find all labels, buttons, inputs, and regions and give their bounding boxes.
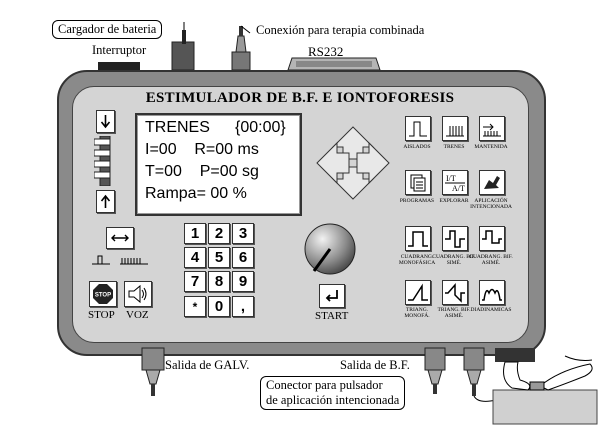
mode-triang-mono-button[interactable]	[405, 280, 431, 305]
mode-aislados-button[interactable]	[405, 116, 431, 141]
start-label: START	[315, 310, 349, 322]
connector-callout-line1: Conector para pulsador	[266, 378, 383, 392]
swap-arrows-icon	[111, 234, 129, 242]
switch-callout: Interruptor	[92, 43, 147, 57]
arrow-up-button[interactable]	[96, 190, 115, 213]
mode-aplicacion-label: APLICACIÓN INTENCIONADA	[470, 198, 512, 210]
stop-label: STOP	[88, 309, 115, 321]
mode-triang-bif-asim-button[interactable]	[442, 280, 468, 305]
galv-output-connector	[141, 347, 165, 396]
arrow-down-button[interactable]	[96, 110, 115, 133]
galv-output-callout: Salida de GALV.	[165, 358, 250, 372]
mode-cuadrang-bif-sim-label: CUADRANG. BIF. SIMÉ.	[432, 254, 476, 266]
mode-programas-label: PROGRAMAS	[399, 198, 435, 204]
combined-therapy-callout: Conexión para terapia combinada	[256, 23, 425, 37]
level-indicator	[94, 136, 111, 186]
key-8[interactable]: 8	[208, 271, 230, 292]
square-monophasic-icon	[408, 231, 428, 247]
mode-explorar-button[interactable]: I/T A/T	[442, 170, 468, 195]
dpad-right	[356, 141, 390, 185]
lcd-line3: T=00 P=00 sg	[145, 163, 259, 180]
combined-therapy-connector	[231, 51, 251, 71]
arrow-down-icon	[100, 115, 111, 129]
key-5[interactable]: 5	[208, 247, 230, 268]
enter-arrow-icon	[325, 290, 338, 302]
intentional-connector	[463, 347, 497, 402]
bf-output-callout: Salida de B.F.	[340, 358, 410, 372]
diadynamic-icon	[482, 288, 502, 301]
mode-trenes-label: TRENES	[443, 144, 465, 150]
mode-aplicacion-button[interactable]	[479, 170, 505, 195]
mode-cuadrang-bif-asim-button[interactable]	[479, 226, 505, 251]
lcd-display: TRENES {00:00} I=00 R=00 ms T=00 P=00 sg…	[135, 113, 302, 216]
key-1[interactable]: 1	[184, 223, 206, 244]
key-6[interactable]: 6	[232, 247, 254, 268]
key-4[interactable]: 4	[184, 247, 206, 268]
rs232-callout: RS232	[308, 44, 344, 59]
connector-callout: Conector para pulsador de aplicación int…	[260, 376, 406, 410]
key-comma[interactable]: ,	[232, 296, 254, 317]
mode-triang-mono-label: TRIANG. MONOFÁ.	[404, 307, 430, 319]
connector-callout-line2: de aplicación intencionada	[266, 393, 400, 407]
bottom-connectors	[141, 347, 598, 425]
triangular-biphasic-icon	[445, 283, 465, 303]
sustained-icon	[483, 123, 501, 137]
arrow-up-icon	[100, 194, 111, 208]
bf-output-connector	[424, 347, 446, 394]
square-biphasic-symmetric-icon	[445, 230, 465, 248]
key-7[interactable]: 7	[184, 271, 206, 292]
swap-button[interactable]	[106, 227, 134, 249]
key-3[interactable]: 3	[232, 223, 254, 244]
mode-diadinamicas-button[interactable]	[479, 280, 505, 305]
mode-mantenida-label: MANTENIDA	[474, 144, 508, 150]
waveform-indicator	[92, 255, 148, 265]
explore-it-at-icon: I/T A/T	[445, 174, 465, 193]
intensity-knob[interactable]	[302, 219, 358, 279]
stop-sign-icon: STOP	[93, 284, 113, 304]
mode-cuadrang-bif-sim-button[interactable]	[442, 226, 468, 251]
isolated-pulse-icon	[409, 121, 427, 137]
mode-aislados-label: AISLADOS	[403, 144, 431, 150]
svg-text:A/T: A/T	[452, 184, 465, 193]
mode-diadinamicas-label: DIADINAMICAS	[470, 307, 512, 313]
key-2[interactable]: 2	[208, 223, 230, 244]
lcd-line1-right: {00:00}	[235, 119, 286, 136]
direction-pad	[316, 126, 390, 200]
programs-icon	[410, 174, 426, 192]
svg-text:I/T: I/T	[446, 174, 456, 183]
mode-cuadrang-mono-button[interactable]	[405, 226, 431, 251]
mode-explorar-label: EXPLORAR	[439, 198, 469, 204]
speaker-icon	[128, 284, 147, 304]
stop-button[interactable]: STOP	[89, 281, 117, 307]
key-star[interactable]: *	[184, 296, 206, 317]
mode-cuadrang-bif-asim-label: CUADRANG. BIF. ASIMÉ.	[469, 254, 513, 266]
pulse-train-icon	[446, 126, 464, 137]
stop-icon-text: STOP	[95, 293, 111, 299]
mode-mantenida-button[interactable]	[479, 116, 505, 141]
lcd-line2: I=00 R=00 ms	[145, 141, 259, 158]
voice-button[interactable]	[124, 281, 152, 307]
start-button[interactable]	[319, 284, 345, 308]
key-9[interactable]: 9	[232, 271, 254, 292]
mode-triang-bif-asim-label: TRIANG. BIF. ASIMÉ.	[437, 307, 471, 319]
switch-base	[98, 62, 140, 70]
charger-callout: Cargador de bateria	[52, 20, 163, 39]
hand-press-icon	[484, 176, 500, 189]
lcd-line4: Rampa= 00 %	[145, 185, 247, 202]
charger-plug	[171, 41, 195, 71]
key-0[interactable]: 0	[208, 296, 230, 317]
mode-trenes-button[interactable]	[442, 116, 468, 141]
voice-label: VOZ	[126, 309, 149, 321]
hand-pushbutton-illustration	[492, 348, 598, 425]
lcd-line1-left: TRENES	[145, 119, 210, 136]
square-biphasic-asymmetric-icon	[482, 230, 502, 244]
mode-cuadrang-mono-label: CUADRANG. MONOFÁSICA	[398, 254, 436, 266]
top-connectors	[98, 22, 381, 71]
triangular-monophasic-icon	[408, 283, 428, 301]
mode-programas-button[interactable]	[405, 170, 431, 195]
panel-title: ESTIMULADOR DE B.F. E IONTOFORESIS	[145, 90, 455, 106]
dpad-left	[316, 141, 350, 185]
